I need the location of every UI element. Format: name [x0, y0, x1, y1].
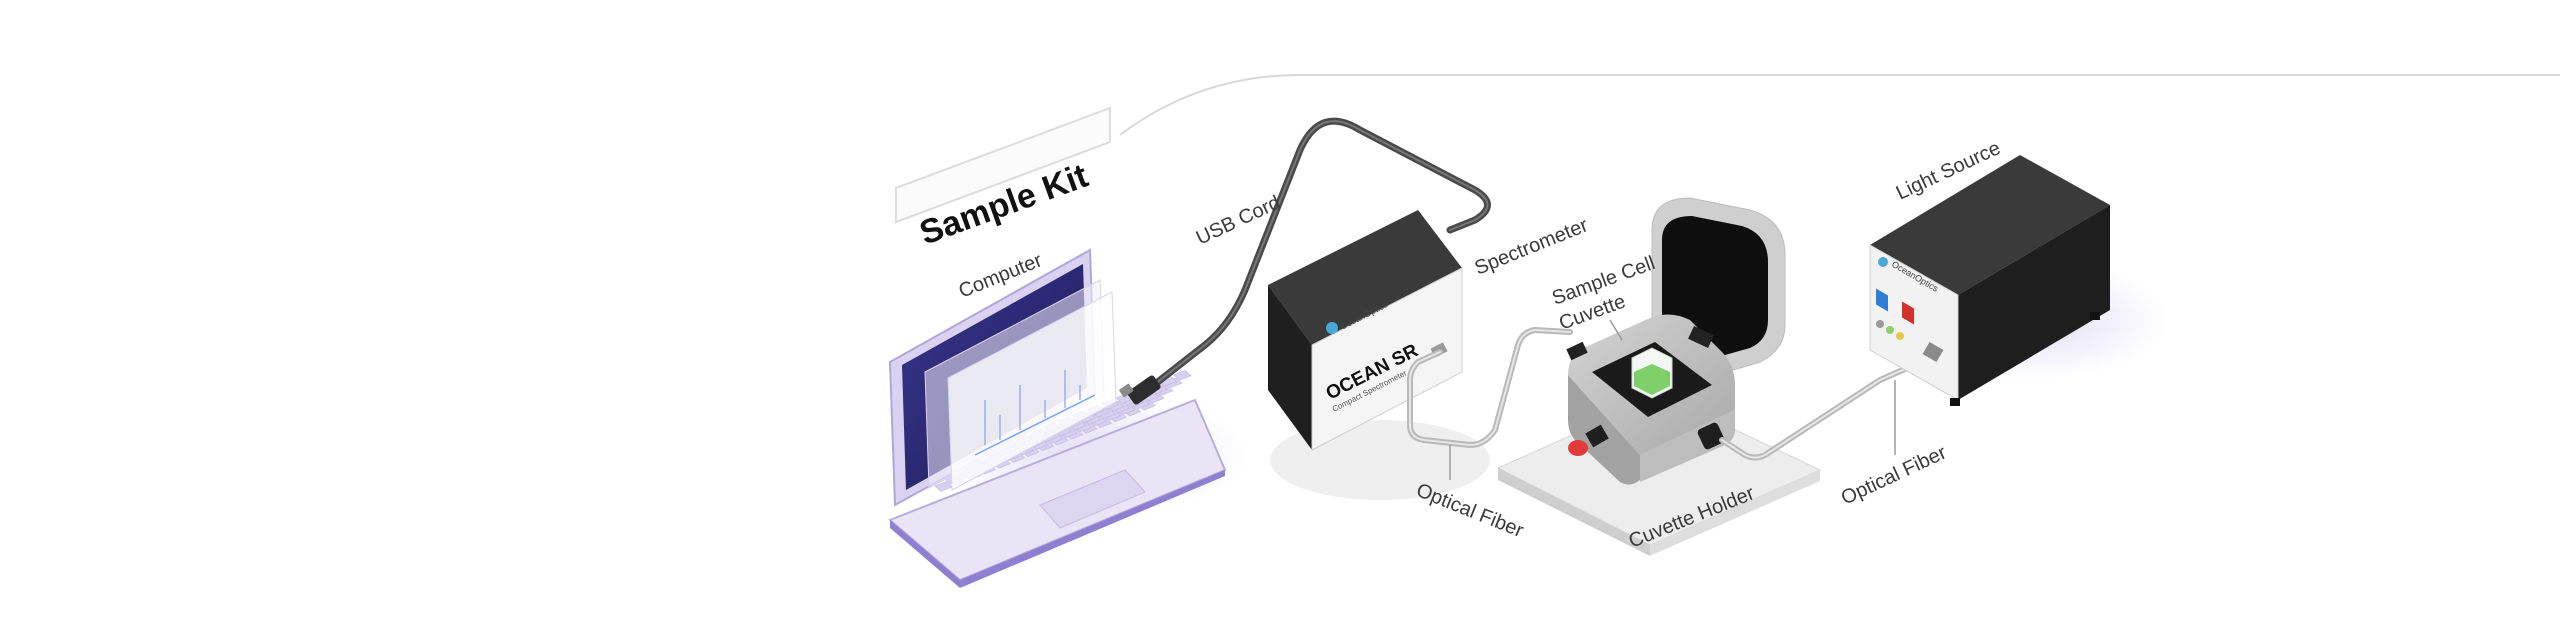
- title-connector-line: [1119, 74, 2560, 136]
- power-button-red: [1902, 301, 1914, 325]
- light-source-foot-left: [1950, 398, 1960, 406]
- laptop-trackpad: [1039, 469, 1146, 529]
- indicator-gray: [1876, 320, 1884, 328]
- indicator-green: [1886, 326, 1894, 334]
- holder-body-left: [1568, 375, 1640, 485]
- cuvette: [1631, 347, 1673, 399]
- spectrometer-face: [1311, 267, 1463, 451]
- holder-knob-right: [1697, 422, 1725, 450]
- spectrometer-logo-icon: [1326, 322, 1338, 334]
- laptop: [888, 248, 1250, 588]
- light-source-port: [1922, 341, 1944, 363]
- holder-platform-side-right: [1650, 470, 1820, 556]
- spectrometer: OceanOptics OCEAN SR Compact Spectromete…: [1268, 210, 1490, 500]
- light-source-foot-right: [2090, 312, 2100, 320]
- holder-adapter-left: [1566, 341, 1588, 361]
- label-spectrometer: Spectrometer: [1472, 214, 1592, 279]
- spectrometer-side: [1268, 285, 1312, 450]
- light-source-top: [1870, 155, 2110, 295]
- optical-fiber-right: [1719, 355, 1933, 461]
- power-button-blue: [1876, 288, 1888, 312]
- spectrum-plot: [974, 370, 1096, 456]
- cuvette-holder: [1496, 197, 1822, 556]
- holder-knob-red: [1568, 424, 1609, 456]
- cuvette-liquid: [1634, 364, 1670, 395]
- optical-fiber-left: [1407, 326, 1573, 480]
- indicator-yellow: [1896, 332, 1904, 340]
- light-source: OceanOptics: [1869, 155, 2170, 406]
- label-optical-fiber-left: Optical Fiber: [1413, 479, 1527, 542]
- label-optical-fiber-right: Optical Fiber: [1838, 442, 1950, 510]
- title-tile-shape: [895, 106, 1111, 224]
- usb-plug: [1127, 375, 1161, 405]
- usb-cable-highlight: [1149, 120, 1489, 389]
- keyboard-key: [1173, 370, 1192, 381]
- screen-panel-front: [947, 291, 1117, 491]
- sample-cell-leader: [1609, 319, 1623, 341]
- usb-plug-tip: [1119, 383, 1134, 398]
- holder-adapter-back: [1688, 326, 1714, 348]
- usb-cord: [1119, 117, 1491, 405]
- light-source-logo-icon: [1878, 257, 1888, 267]
- spectrometer-top: [1268, 210, 1462, 345]
- light-source-side: [1958, 205, 2110, 400]
- holder-platform-side-left: [1498, 468, 1650, 556]
